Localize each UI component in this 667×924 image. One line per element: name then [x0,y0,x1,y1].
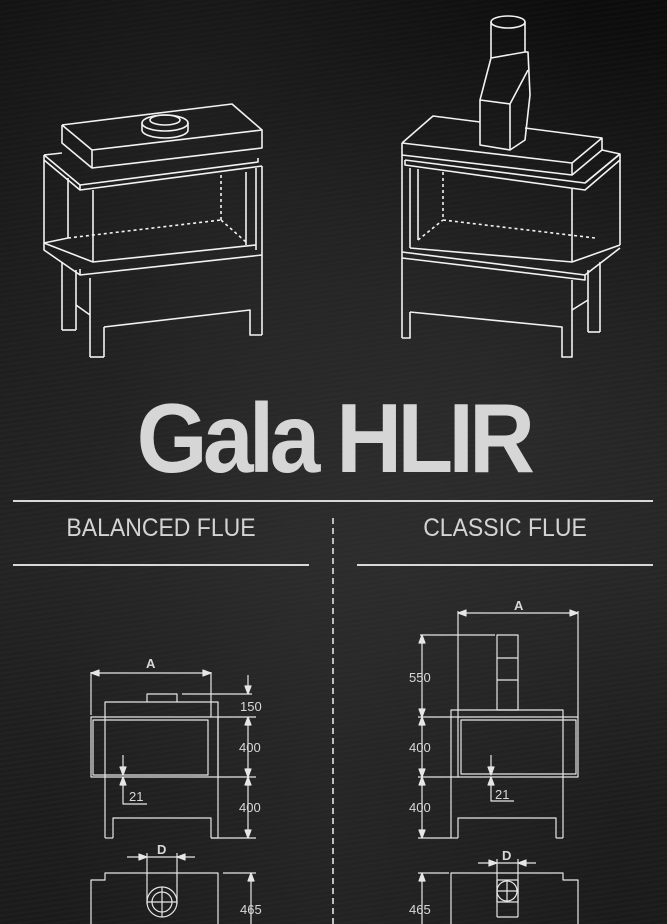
dim-flue-height-left: 150 [240,699,262,714]
dim-glass-offset-right: 21 [495,787,510,802]
dim-width-a-left: A [146,656,156,671]
section-title-classic-flue: CLASSIC FLUE [423,514,587,542]
product-title: Gala HLIR [136,383,535,493]
classic-flue-front-elevation [418,609,579,839]
classic-flue-isometric-icon [401,15,621,358]
divider-top [13,500,653,502]
dim-glass-height-left: 400 [239,740,261,755]
balanced-flue-front-elevation [90,669,256,839]
classic-flue-plan-view [418,859,579,924]
dim-base-height-right: 400 [409,800,431,815]
dim-glass-offset-left: 21 [129,789,144,804]
dim-depth-right: 465 [409,902,431,917]
section-title-balanced-flue: BALANCED FLUE [66,514,256,542]
dim-glass-height-right: 400 [409,740,431,755]
balanced-flue-isometric-icon [43,103,263,358]
dim-depth-left: 465 [240,902,262,917]
column-separator [332,518,334,924]
divider-left [13,564,309,566]
dim-width-a-right: A [514,598,524,613]
dim-flue-height-right: 550 [409,670,431,685]
dim-flue-diameter-left: D [157,842,167,857]
divider-right [357,564,653,566]
dim-base-height-left: 400 [239,800,261,815]
balanced-flue-plan-view [90,853,256,924]
dim-flue-diameter-right: D [502,848,512,863]
